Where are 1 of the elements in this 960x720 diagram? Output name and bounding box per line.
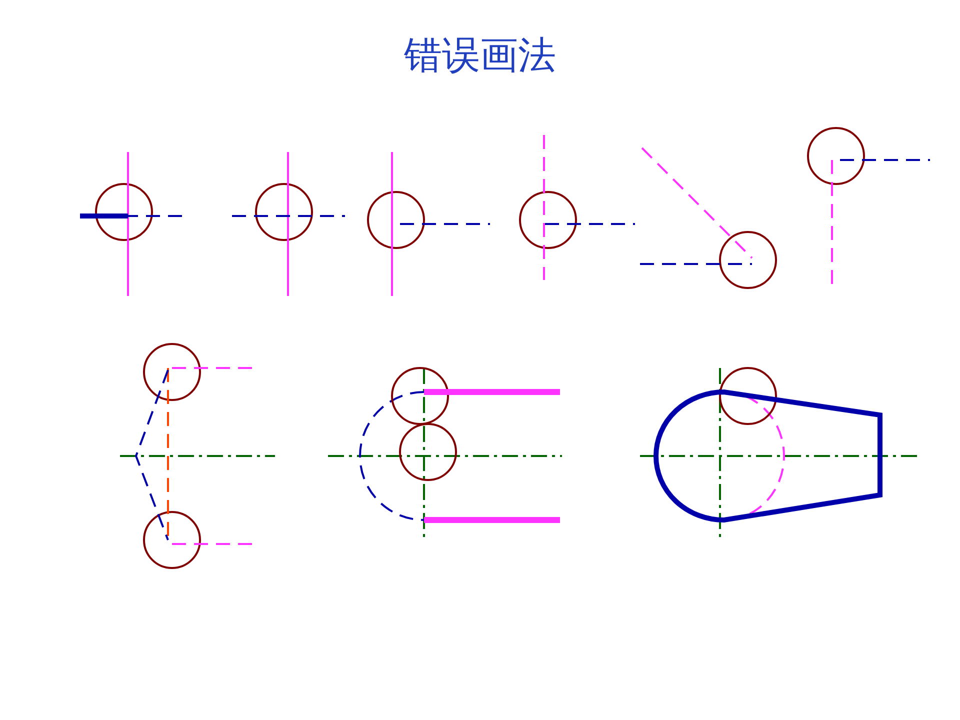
title: 错误画法: [404, 33, 556, 77]
